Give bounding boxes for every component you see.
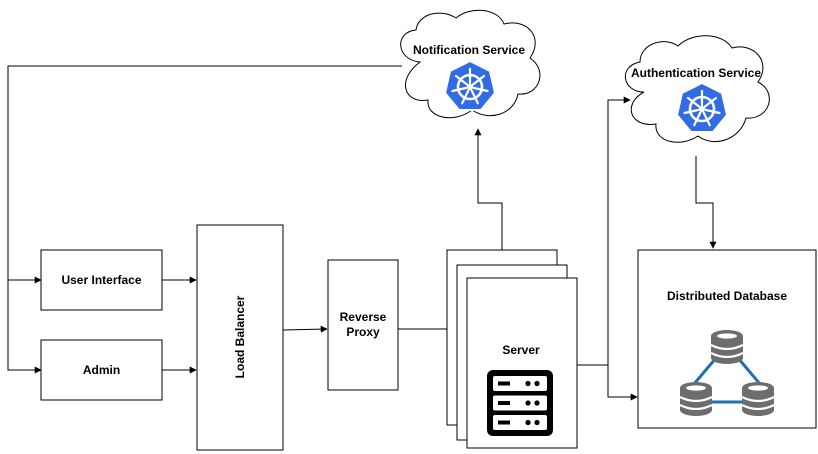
load-balancer-node[interactable]: Load Balancer (196, 224, 284, 451)
edge-server-to-authentication (577, 96, 631, 366)
edge-load-balancer-to-reverse-proxy (282, 325, 328, 333)
server-label: Server (502, 343, 540, 357)
notification-service-label: Notification Service (413, 43, 525, 57)
edge-notification-to-user-interface (7, 65, 402, 284)
edge-server-to-database (607, 365, 638, 401)
reverse-proxy-label-line1: Reverse (340, 310, 387, 324)
reverse-proxy-node[interactable]: Reverse Proxy (327, 259, 399, 391)
load-balancer-label: Load Balancer (233, 295, 247, 378)
server-rack-icon (487, 370, 553, 436)
connectors (7, 65, 717, 401)
reverse-proxy-label-line2: Proxy (346, 325, 380, 339)
edge-notification-to-admin (7, 280, 42, 374)
edge-authentication-to-database (695, 156, 717, 249)
authentication-service-node[interactable]: Authentication Service (624, 35, 770, 143)
admin-label: Admin (83, 363, 120, 377)
authentication-service-label: Authentication Service (631, 66, 761, 80)
edge-server-to-notification (474, 128, 503, 278)
distributed-database-icon (678, 328, 776, 418)
user-interface-node[interactable]: User Interface (40, 249, 163, 311)
notification-service-node[interactable]: Notification Service (400, 9, 541, 119)
distributed-database-node[interactable]: Distributed Database (637, 249, 817, 429)
server-node[interactable]: Server (446, 249, 578, 449)
user-interface-label: User Interface (61, 273, 141, 287)
admin-node[interactable]: Admin (40, 339, 163, 401)
distributed-database-label: Distributed Database (667, 289, 787, 303)
